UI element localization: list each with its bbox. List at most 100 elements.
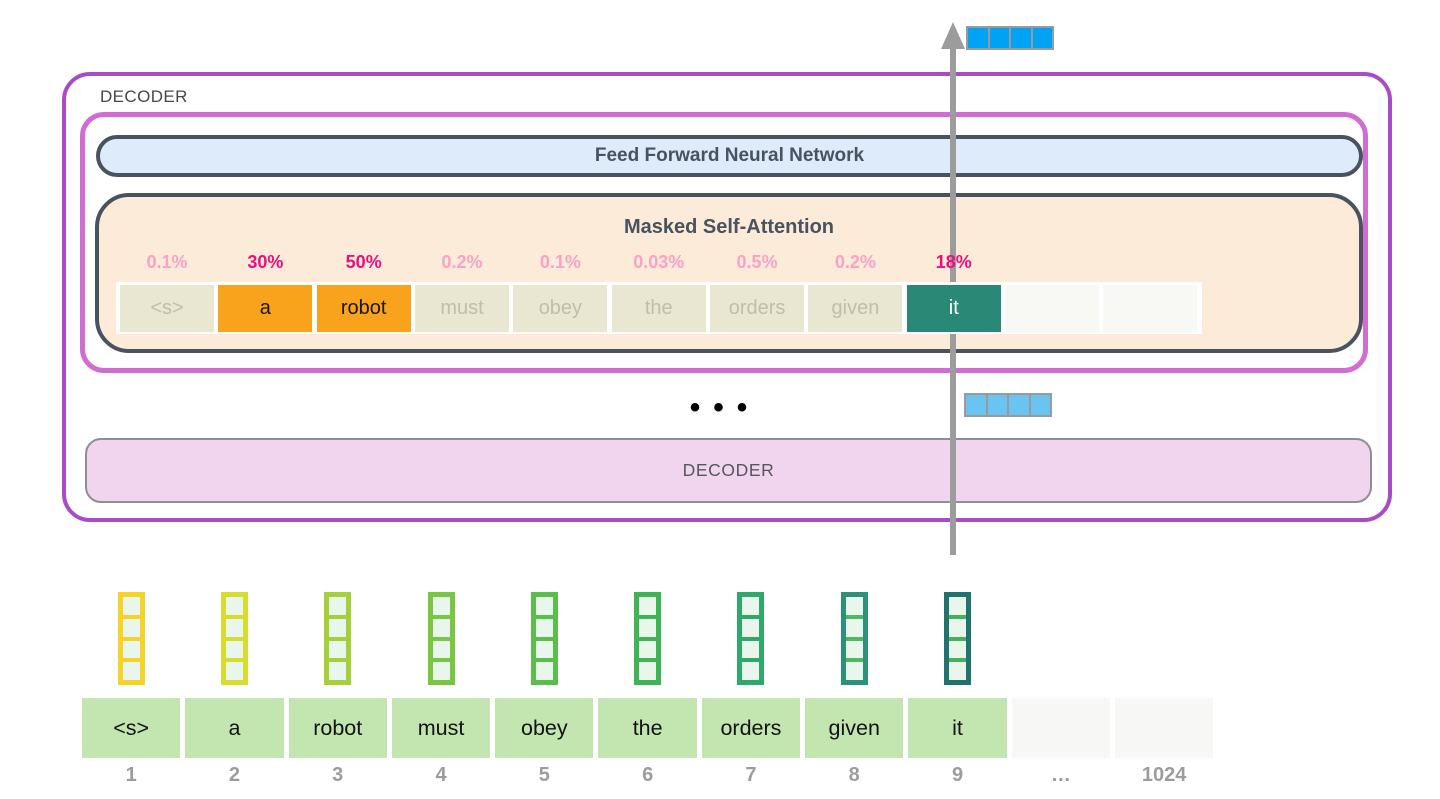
position-label: 2 bbox=[228, 764, 240, 786]
embedding-slot bbox=[1012, 592, 1110, 685]
embedding-slot bbox=[702, 592, 800, 685]
vector-cell bbox=[742, 597, 760, 615]
vector-cell bbox=[225, 597, 243, 615]
masked-self-attention-label: Masked Self-Attention bbox=[623, 216, 835, 238]
position-label: 5 bbox=[538, 764, 550, 786]
position-label: 4 bbox=[435, 764, 447, 786]
attention-token-cell: it bbox=[906, 284, 1001, 332]
attention-token-cell: must bbox=[415, 284, 510, 332]
vector-cell bbox=[122, 597, 140, 615]
vector-cell bbox=[535, 597, 553, 615]
decoder-bottom-label: DECODER bbox=[682, 460, 775, 480]
vector-cell bbox=[122, 636, 140, 659]
attention-percent-label: 0.03% bbox=[633, 252, 685, 272]
vector-cell bbox=[968, 28, 988, 48]
vector-cell bbox=[329, 597, 347, 615]
feed-forward-label: Feed Forward Neural Network bbox=[594, 145, 865, 166]
embedding-vector bbox=[840, 592, 868, 685]
attention-token-cell: robot bbox=[316, 284, 411, 332]
vector-cell bbox=[845, 597, 863, 615]
vector-cell bbox=[1030, 395, 1050, 415]
vector-cell bbox=[949, 658, 967, 680]
embedding-vectors-row bbox=[82, 592, 1213, 685]
vector-cell bbox=[639, 636, 657, 659]
attention-percent-label: 0.1% bbox=[146, 252, 188, 272]
vector-cell bbox=[987, 395, 1007, 415]
vector-cell bbox=[535, 658, 553, 680]
vector-cell bbox=[845, 658, 863, 680]
decoder-bottom-bar: DECODER bbox=[85, 438, 1372, 503]
vector-cell bbox=[329, 636, 347, 659]
vector-cell bbox=[432, 597, 450, 615]
input-token-cell: orders bbox=[701, 698, 801, 758]
output-vector bbox=[966, 26, 1054, 50]
vector-cell bbox=[1032, 28, 1052, 48]
attention-token-cell: a bbox=[218, 284, 313, 332]
vector-cell bbox=[989, 28, 1009, 48]
attention-percent-label: 30% bbox=[247, 252, 284, 272]
input-token-cell: it bbox=[908, 698, 1007, 758]
input-token-cell bbox=[1114, 698, 1214, 758]
attention-percentages-row: 0.1%30%50%0.2%0.1%0.03%0.5%0.2%18% bbox=[120, 252, 1197, 273]
decoder-outer-label: DECODER bbox=[100, 87, 188, 106]
embedding-slot bbox=[908, 592, 1006, 685]
decoder-outer-box: DECODER bbox=[62, 72, 1392, 522]
input-token-cell: given bbox=[805, 698, 904, 758]
embedding-slot bbox=[805, 592, 903, 685]
vector-cell bbox=[966, 395, 986, 415]
input-token-cell: robot bbox=[288, 698, 387, 758]
attention-token-cell bbox=[1005, 284, 1100, 332]
vector-cell bbox=[329, 614, 347, 637]
attention-token-cell: orders bbox=[710, 284, 805, 332]
position-label: 6 bbox=[642, 764, 654, 786]
vector-cell bbox=[639, 597, 657, 615]
vector-cell bbox=[949, 597, 967, 615]
input-token-cell: the bbox=[598, 698, 697, 758]
attention-percent-label: 0.2% bbox=[441, 252, 483, 272]
position-label: 8 bbox=[848, 764, 860, 786]
vector-cell bbox=[432, 658, 450, 680]
vector-cell bbox=[742, 636, 760, 659]
input-token-cell: obey bbox=[495, 698, 594, 758]
position-label: 9 bbox=[951, 764, 964, 786]
position-label: 1024 bbox=[1141, 764, 1187, 786]
embedding-vector bbox=[117, 592, 145, 685]
vector-cell bbox=[845, 636, 863, 659]
vector-cell bbox=[122, 614, 140, 637]
embedding-slot bbox=[82, 592, 180, 685]
attention-percent-label: 18% bbox=[935, 252, 972, 272]
embedding-slot bbox=[495, 592, 593, 685]
vector-cell bbox=[742, 658, 760, 680]
stacked-decoders-ellipsis: ••• bbox=[689, 391, 761, 424]
embedding-vector bbox=[324, 592, 352, 685]
embedding-slot bbox=[185, 592, 283, 685]
vector-cell bbox=[742, 614, 760, 637]
embedding-slot bbox=[1115, 592, 1213, 685]
vector-cell bbox=[535, 614, 553, 637]
input-token-cell: <s> bbox=[82, 698, 181, 758]
embedding-vector bbox=[220, 592, 248, 685]
vector-cell bbox=[639, 658, 657, 680]
vector-cell bbox=[225, 614, 243, 637]
vector-cell bbox=[225, 636, 243, 659]
embedding-slot bbox=[392, 592, 490, 685]
decoder-inner-box bbox=[80, 112, 1368, 373]
embedding-slot bbox=[598, 592, 696, 685]
vector-cell bbox=[432, 636, 450, 659]
attention-percent-label: 50% bbox=[345, 252, 382, 272]
attention-percent-label: 0.5% bbox=[736, 252, 778, 272]
attention-token-cell: <s> bbox=[120, 284, 214, 332]
vector-cell bbox=[1009, 395, 1029, 415]
attention-percent-label: 0.2% bbox=[834, 252, 876, 272]
vector-cell bbox=[1011, 28, 1031, 48]
attention-token-cell: the bbox=[611, 284, 706, 332]
vector-cell bbox=[122, 658, 140, 680]
attention-token-cell bbox=[1103, 284, 1198, 332]
input-token-cell: must bbox=[391, 698, 491, 758]
position-label: 1 bbox=[125, 764, 137, 786]
position-label: … bbox=[1050, 764, 1071, 786]
